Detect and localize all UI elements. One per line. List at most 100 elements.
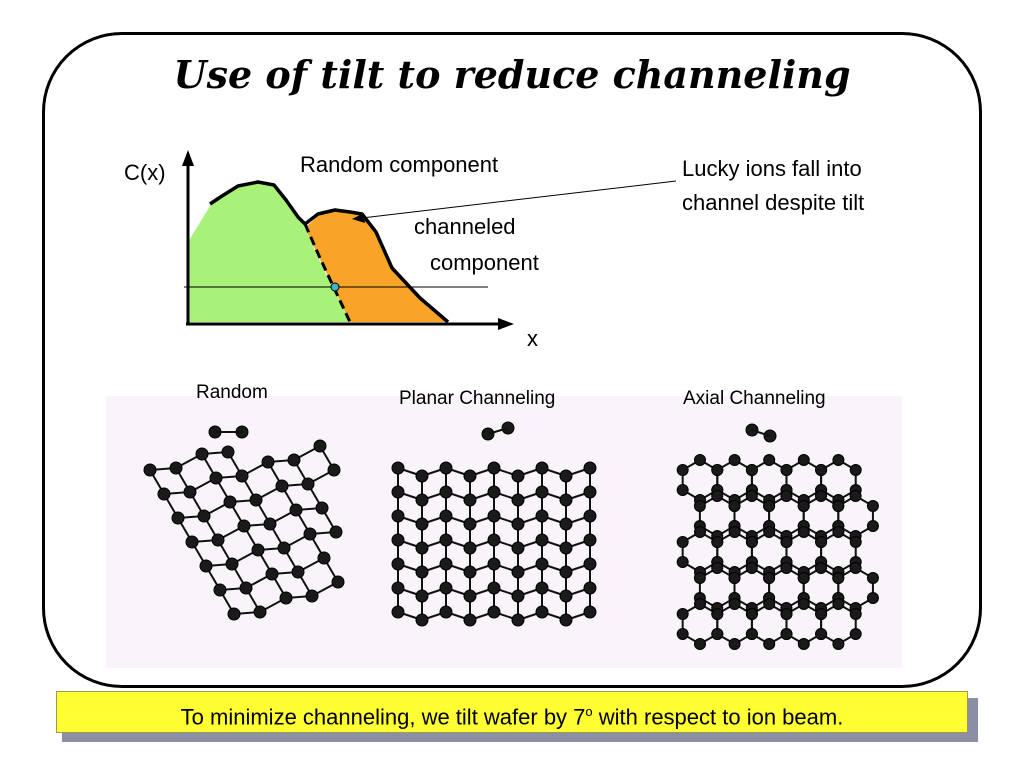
lattice-atom (711, 608, 724, 620)
lattice-atom (237, 519, 251, 533)
random-tail-dashed (303, 223, 352, 323)
lattice-atom (487, 605, 501, 619)
lattice-atom (797, 526, 810, 538)
lattice-atom (415, 517, 429, 531)
lattice-atom (849, 464, 862, 476)
lattice-atom (535, 509, 549, 523)
lattice-atom (209, 471, 223, 485)
x-axis-arrow (498, 318, 514, 330)
lattice-atom (511, 469, 525, 483)
lattice-atom (780, 536, 793, 548)
lattice-atom (291, 565, 305, 579)
lattice-atom (780, 628, 793, 640)
lattice-atom (797, 598, 810, 610)
random-component-label: Random component (300, 152, 499, 177)
lattice-atom (415, 589, 429, 603)
lattice-atom (327, 463, 341, 477)
lattice-atom (745, 608, 758, 620)
planar-lattice-label: Planar Channeling (399, 388, 556, 409)
lucky-ions-label-line1: Lucky ions fall into (682, 156, 862, 181)
lucky-ions-pointer (361, 180, 677, 219)
lattice-atom (439, 557, 453, 571)
lattice-atom (225, 557, 239, 571)
lattice-atom (559, 469, 573, 483)
lattice-atom (832, 526, 845, 538)
lattice-atom (487, 581, 501, 595)
lattice-atom (287, 453, 301, 467)
lattice-atom (221, 445, 235, 459)
random-lattice-label: Random (196, 382, 268, 403)
lattice-atom (797, 638, 810, 650)
lattice-atom (535, 461, 549, 475)
lattice-atom (849, 608, 862, 620)
lattice-atom (213, 583, 227, 597)
lattice-atom (866, 572, 879, 584)
lattice-atom (511, 589, 525, 603)
lattice-atom (694, 638, 706, 650)
lattice-atom (676, 464, 689, 476)
lattice-atom (391, 557, 405, 571)
lattice-atom (391, 533, 405, 547)
lattice-atom (265, 567, 279, 581)
lattice-atom (815, 562, 827, 574)
lattice-atom (866, 592, 879, 604)
lattice-atom (317, 551, 331, 565)
lattice-atom (559, 541, 573, 555)
lattice-atom (849, 536, 862, 548)
lattice-atom (487, 557, 501, 571)
lattice-atom (763, 638, 776, 650)
lattice-atom (728, 572, 741, 584)
lattice-atom (263, 517, 277, 531)
lattice-atom (463, 613, 477, 627)
lattice-atom (832, 500, 845, 512)
lattice-atom (415, 613, 429, 627)
lattice-atom (279, 591, 293, 605)
lattice-atom (763, 526, 776, 538)
y-axis-arrow (182, 150, 194, 166)
lattice-atom (711, 536, 724, 548)
lattice-atom (780, 562, 793, 574)
lattice-atom (745, 464, 758, 476)
lattice-atom (745, 536, 758, 548)
lattice-atom (559, 517, 573, 531)
lattice-atom (415, 541, 429, 555)
lattice-atom (676, 608, 689, 620)
lattice-atom (391, 485, 405, 499)
lattice-bond (487, 427, 509, 435)
lattice-atom (849, 490, 862, 502)
lattice-atom (391, 581, 405, 595)
lattice-atom (199, 559, 213, 573)
lattice-atom (694, 598, 706, 610)
lattice-atom (463, 493, 477, 507)
lattice-atom (211, 533, 225, 547)
lattice-atom (511, 493, 525, 507)
lattice-atom (305, 589, 319, 603)
lattice-atom (763, 454, 776, 466)
lattice-atom (849, 628, 862, 640)
lattice-atom (797, 572, 810, 584)
lattice-atom (745, 562, 758, 574)
lattice-atom (261, 455, 275, 469)
lattice-atom (391, 605, 405, 619)
lattice-atom (331, 575, 345, 589)
lattice-atom (583, 581, 597, 595)
lattice-atom (185, 535, 199, 549)
lattice-atom (763, 500, 776, 512)
lattice-atom (275, 479, 289, 493)
footer-degree-superscript: o (585, 704, 593, 719)
lattice-atom (439, 509, 453, 523)
lattice-atom (315, 501, 329, 515)
lattice-atom (277, 541, 291, 555)
lattice-atom (535, 485, 549, 499)
lattice-atom (676, 536, 689, 548)
channeled-label-line1: channeled (414, 214, 516, 239)
lattice-atom (815, 464, 828, 476)
lattice-atom (391, 509, 405, 523)
lattice-atom (487, 509, 501, 523)
lattice-atom (728, 500, 741, 512)
lattice-atom (676, 556, 689, 568)
lattice-atom (303, 527, 317, 541)
lattice-atom (583, 461, 597, 475)
lattice-atom (711, 628, 724, 640)
